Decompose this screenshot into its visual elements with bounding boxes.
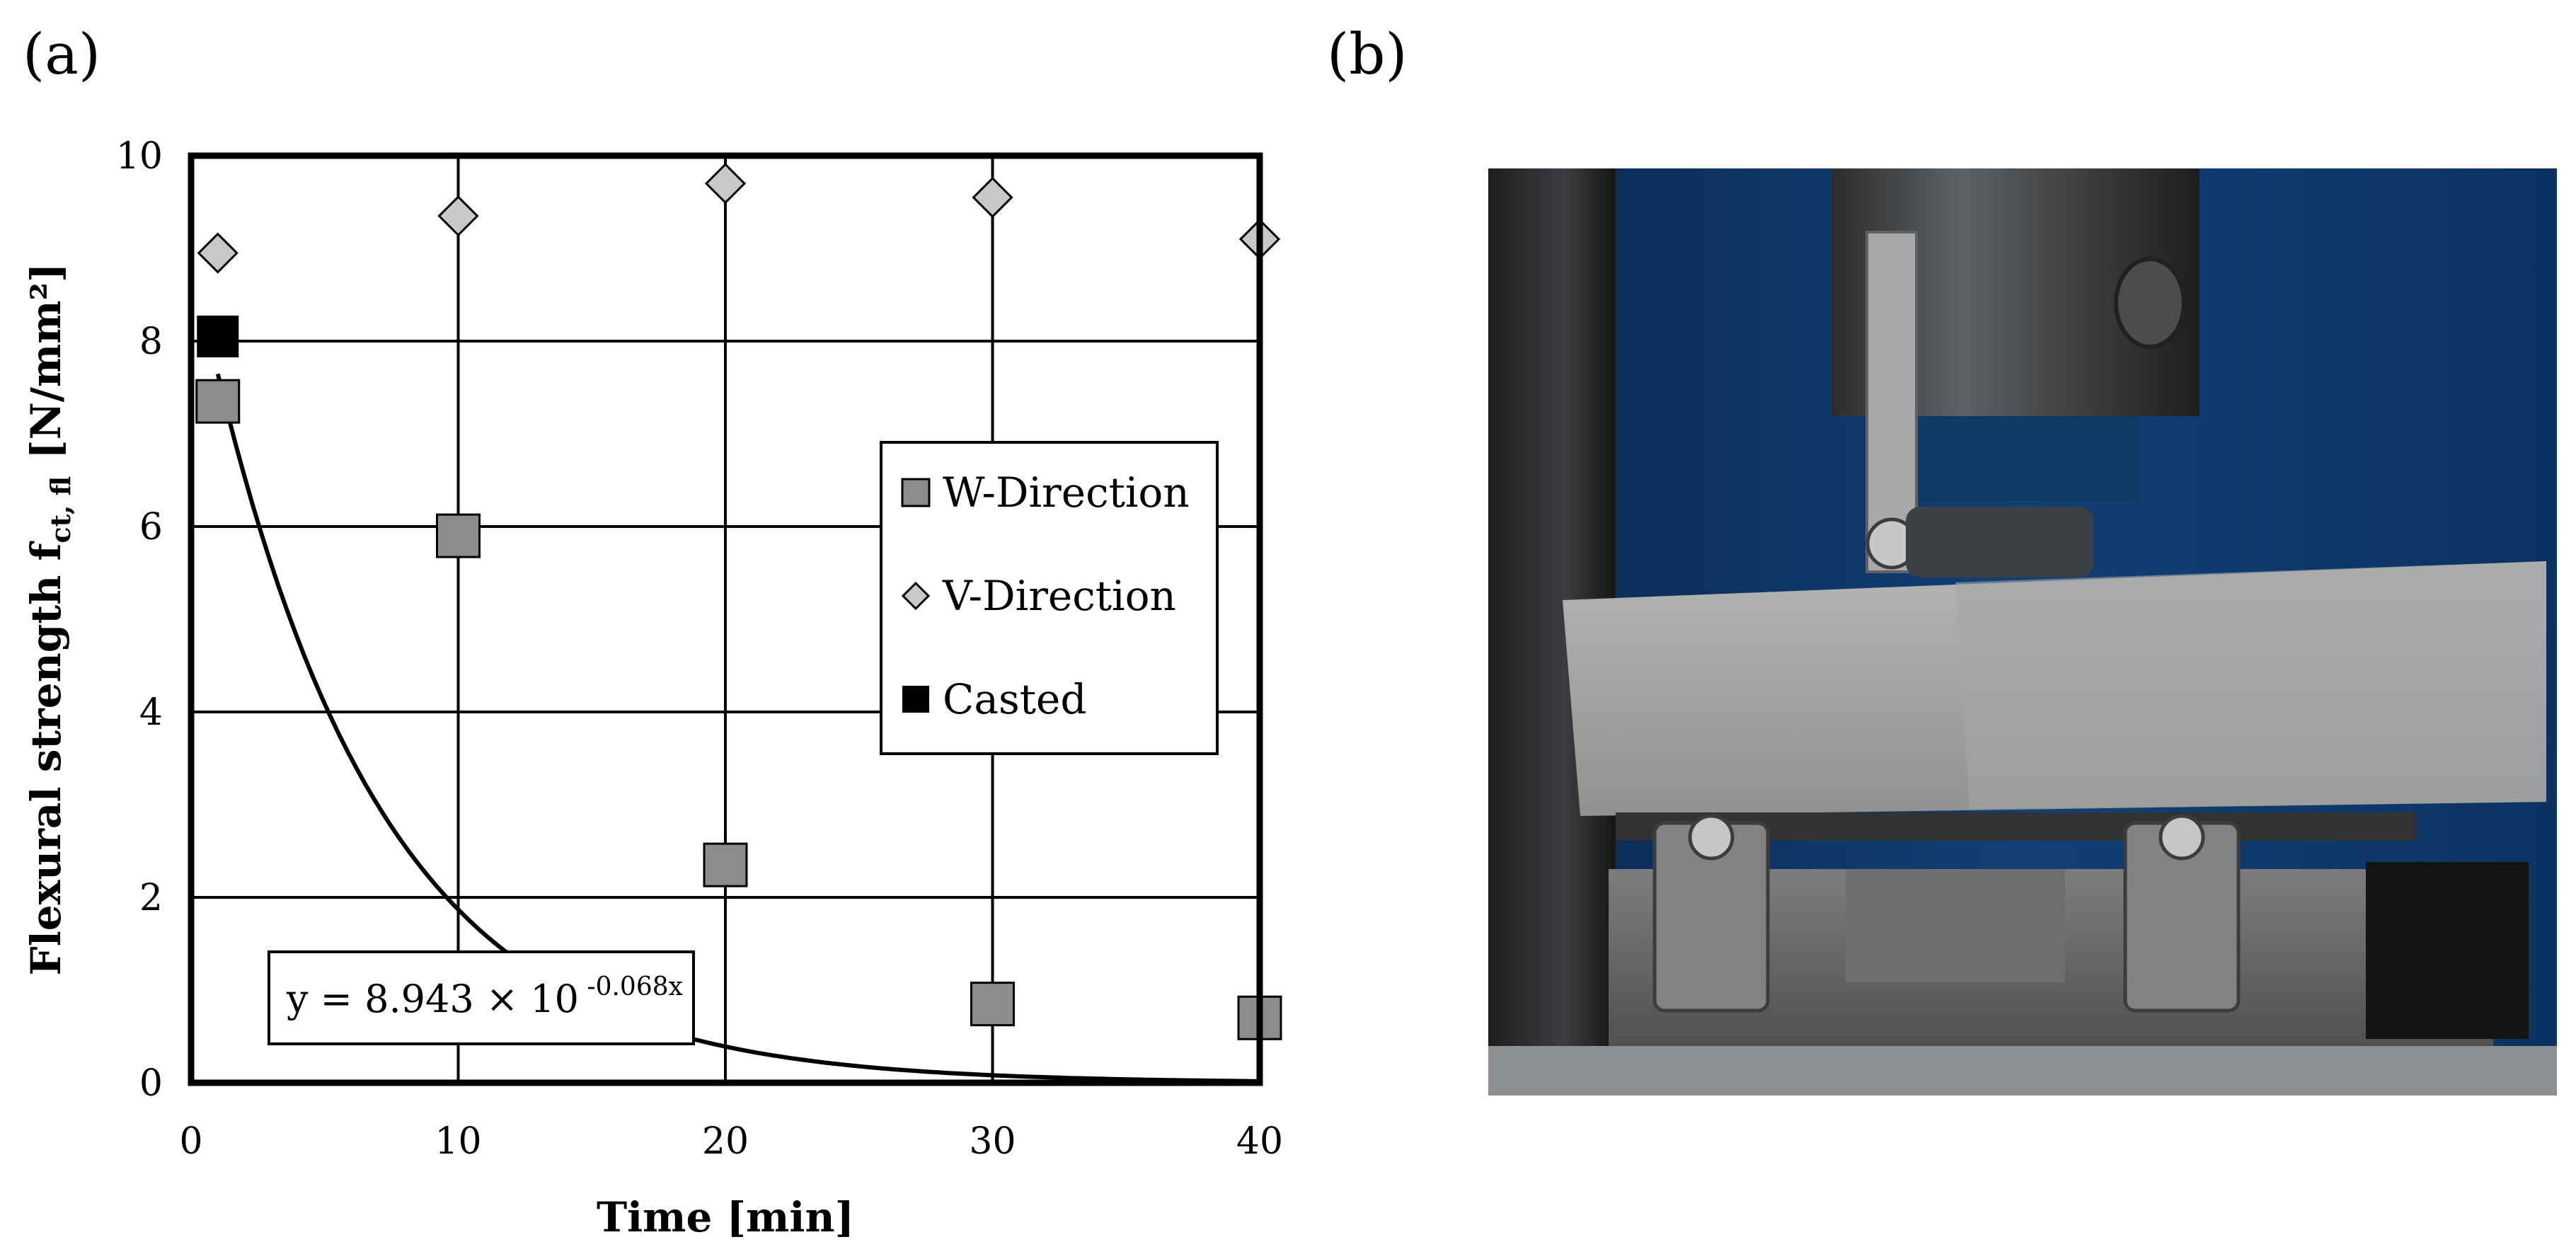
- left-roller: [1688, 814, 1735, 861]
- w-direction-point-3: [970, 982, 1015, 1027]
- v-direction-point-1: [437, 195, 479, 237]
- concrete-prism-face: [1955, 561, 2546, 809]
- machine-table: [1488, 1046, 2557, 1096]
- y-tick-label-0: 0: [139, 1062, 163, 1105]
- loading-roller-block: [1906, 507, 2093, 577]
- legend-label-casted: Casted: [943, 675, 1086, 723]
- y-tick-label-4: 8: [139, 321, 163, 363]
- w-direction-point-0: [195, 379, 241, 424]
- legend-marker-casted: [902, 686, 929, 713]
- legend-box: [880, 441, 1219, 755]
- right-dark-block: [2366, 862, 2529, 1039]
- x-tick-label-4: 40: [1236, 1120, 1283, 1163]
- bending-test-photo: [1488, 168, 2557, 1096]
- legend: W-Direction V-Direction Casted: [880, 441, 1219, 755]
- w-direction-point-1: [436, 513, 481, 558]
- flexural-strength-chart: 0 10 20 30 40 0 2 4 6 8 10 Time [min] Flexural str…: [22, 135, 1283, 1241]
- x-tick-label-0: 0: [179, 1120, 202, 1163]
- w-direction-point-2: [703, 842, 748, 887]
- equation-frame: [268, 950, 695, 1045]
- y-tick-label-1: 2: [139, 877, 163, 919]
- y-tick-label-2: 4: [139, 691, 163, 734]
- cylinder-shadow: [1885, 416, 2139, 501]
- v-direction-point-3: [972, 176, 1013, 219]
- legend-marker-v-direction: [901, 581, 931, 611]
- cylinder-bolt: [2114, 257, 2186, 349]
- x-tick-label-1: 10: [435, 1120, 481, 1163]
- equation-base: y = 8.943 × 10: [286, 977, 579, 1021]
- plot-frame: [188, 152, 1263, 1086]
- x-axis-title: Time [min]: [597, 1193, 854, 1241]
- x-tick-label-2: 20: [702, 1120, 749, 1163]
- v-direction-point-0: [197, 232, 238, 274]
- y-tick-label-3: 6: [139, 506, 163, 548]
- y-axis-title: Flexural strength fct, fl [N/mm²]: [22, 263, 76, 976]
- equation-label: y = 8.943 × 10 -0.068x: [286, 972, 683, 1021]
- legend-marker-w-direction: [901, 478, 931, 507]
- trendline: [215, 373, 1260, 1083]
- panel-a-label: (a): [23, 21, 101, 87]
- x-tick-label-3: 30: [969, 1120, 1016, 1163]
- trendline-curve: [215, 373, 1260, 1083]
- y-axis-title-sub: ct, fl: [45, 476, 76, 544]
- equation-box: y = 8.943 × 10 -0.068x: [268, 950, 695, 1045]
- legend-label-v-direction: V-Direction: [942, 572, 1176, 620]
- v-direction-point-2: [704, 163, 747, 205]
- casted-point-0: [197, 315, 239, 357]
- legend-label-w-direction: W-Direction: [943, 468, 1190, 517]
- equation-exponent: -0.068x: [579, 972, 683, 1001]
- panel-b-label: (b): [1327, 21, 1408, 87]
- y-axis-title-unit: [N/mm²]: [22, 263, 70, 459]
- concrete-prism-photo-icon: [1488, 168, 2557, 1096]
- support-notch: [1846, 869, 2065, 982]
- right-roller: [2158, 814, 2205, 861]
- y-axis-title-main: Flexural strength f: [22, 540, 70, 975]
- y-tick-label-5: 10: [116, 135, 163, 178]
- tick-labels: 0 10 20 30 40 0 2 4 6 8 10: [116, 135, 1283, 1163]
